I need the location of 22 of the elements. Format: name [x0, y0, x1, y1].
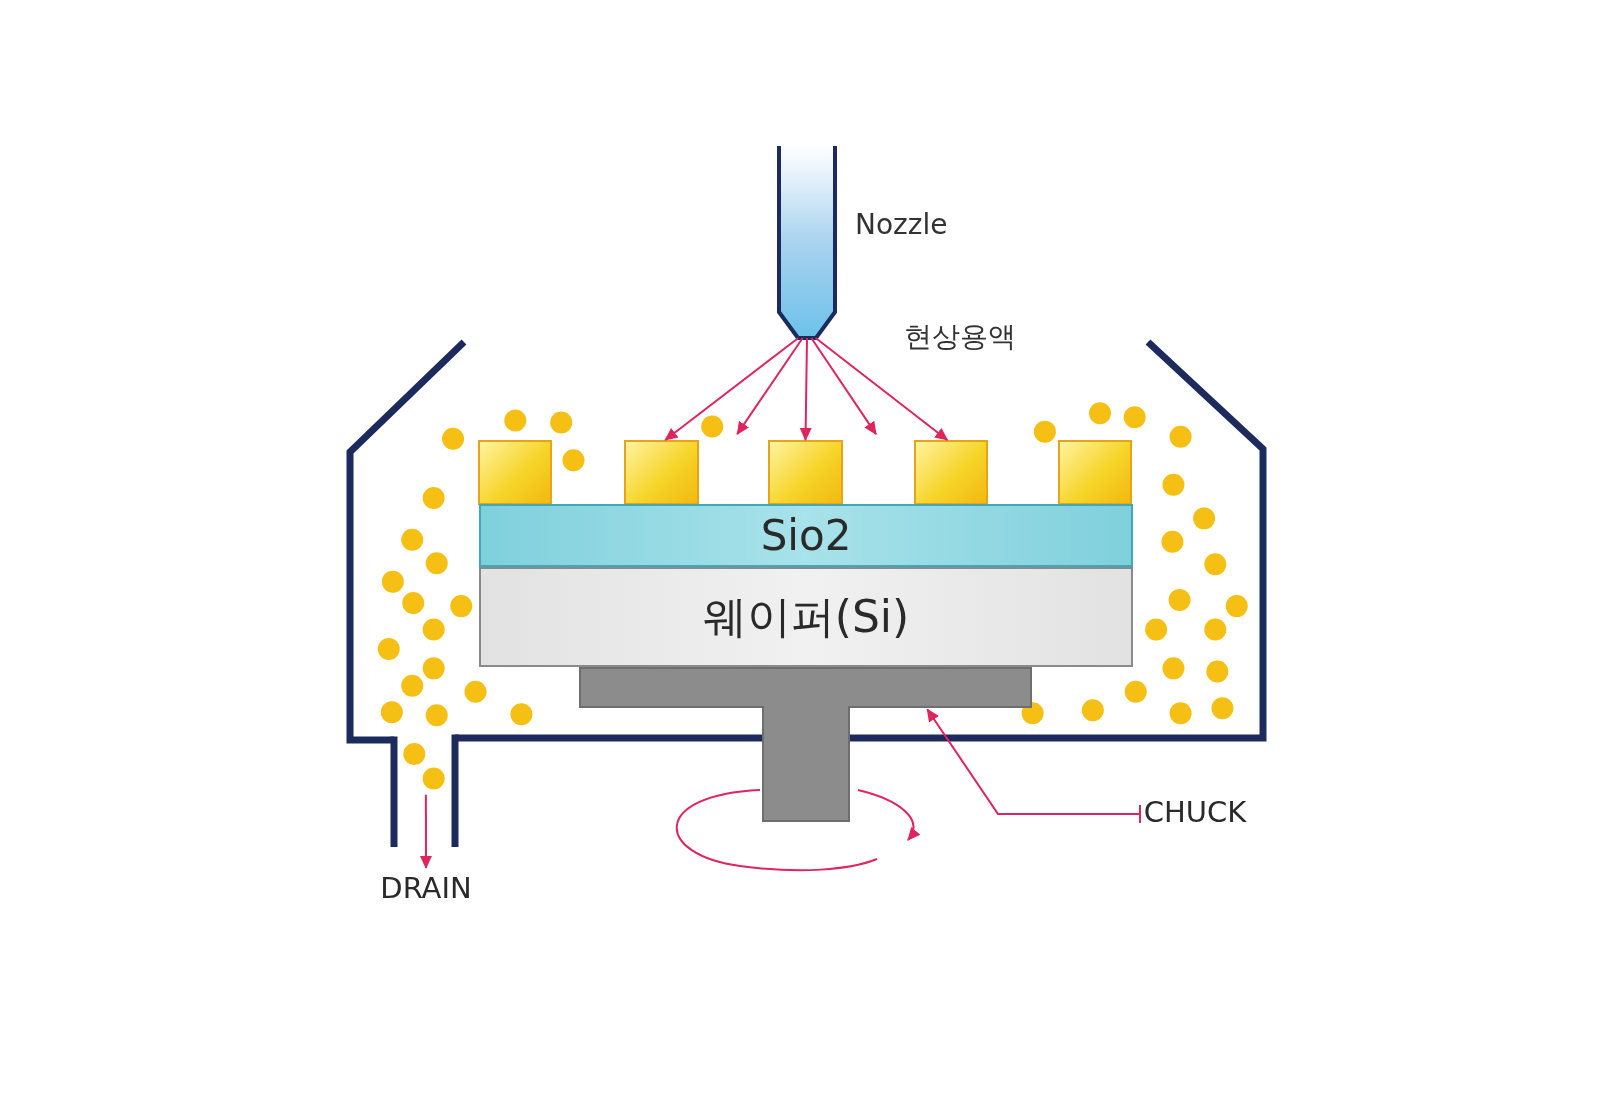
photoresist-block: [478, 440, 552, 505]
arrow: [799, 337, 812, 441]
chuck-drawing: [580, 668, 1031, 821]
part-label: CHUCK: [1143, 795, 1247, 829]
photoresist-block: [1058, 440, 1132, 505]
nozzle-drawing: [776, 146, 838, 338]
arrow: [810, 337, 877, 436]
layer-label: 웨이퍼(Si): [702, 589, 910, 644]
liquid-label: 현상용액: [904, 319, 1016, 355]
wafer-layer: [479, 567, 1133, 667]
oxide-layer: [479, 504, 1133, 567]
photoresist-block: [914, 440, 988, 505]
photoresist-block: [768, 440, 843, 505]
arrow: [736, 337, 804, 436]
part-label: DRAIN: [380, 871, 472, 905]
arrow: [420, 793, 432, 869]
layer-label: Sio2: [760, 511, 852, 560]
part-label: Nozzle: [855, 208, 948, 241]
arrow: [664, 337, 800, 441]
leader-line: [926, 708, 1141, 824]
photoresist-block: [624, 440, 699, 505]
arrow: [814, 337, 949, 441]
